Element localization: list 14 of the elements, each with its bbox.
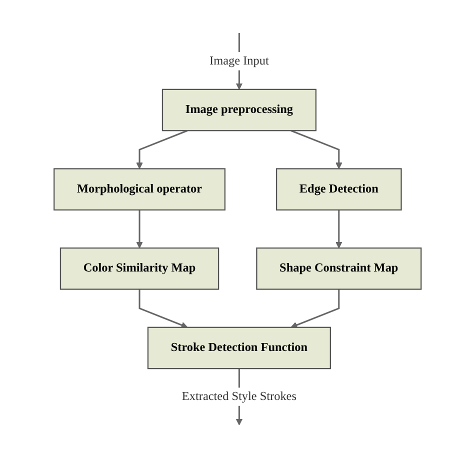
node-box: Shape Constraint Map bbox=[256, 246, 422, 290]
node-box: Color Similarity Map bbox=[60, 246, 220, 290]
arrow bbox=[291, 288, 340, 328]
arrow bbox=[336, 209, 343, 248]
edge-label: Extracted Style Strokes bbox=[182, 389, 297, 402]
arrow bbox=[136, 129, 188, 169]
arrow bbox=[291, 129, 343, 169]
node-box: Edge Detection bbox=[276, 168, 402, 210]
node-box: Image preprocessing bbox=[162, 88, 317, 131]
arrow bbox=[136, 209, 144, 248]
arrow bbox=[139, 288, 188, 328]
edge-label: Image Input bbox=[210, 54, 270, 67]
node-box: Stroke Detection Function bbox=[148, 326, 332, 369]
node-box: Morphological operator bbox=[54, 168, 226, 210]
